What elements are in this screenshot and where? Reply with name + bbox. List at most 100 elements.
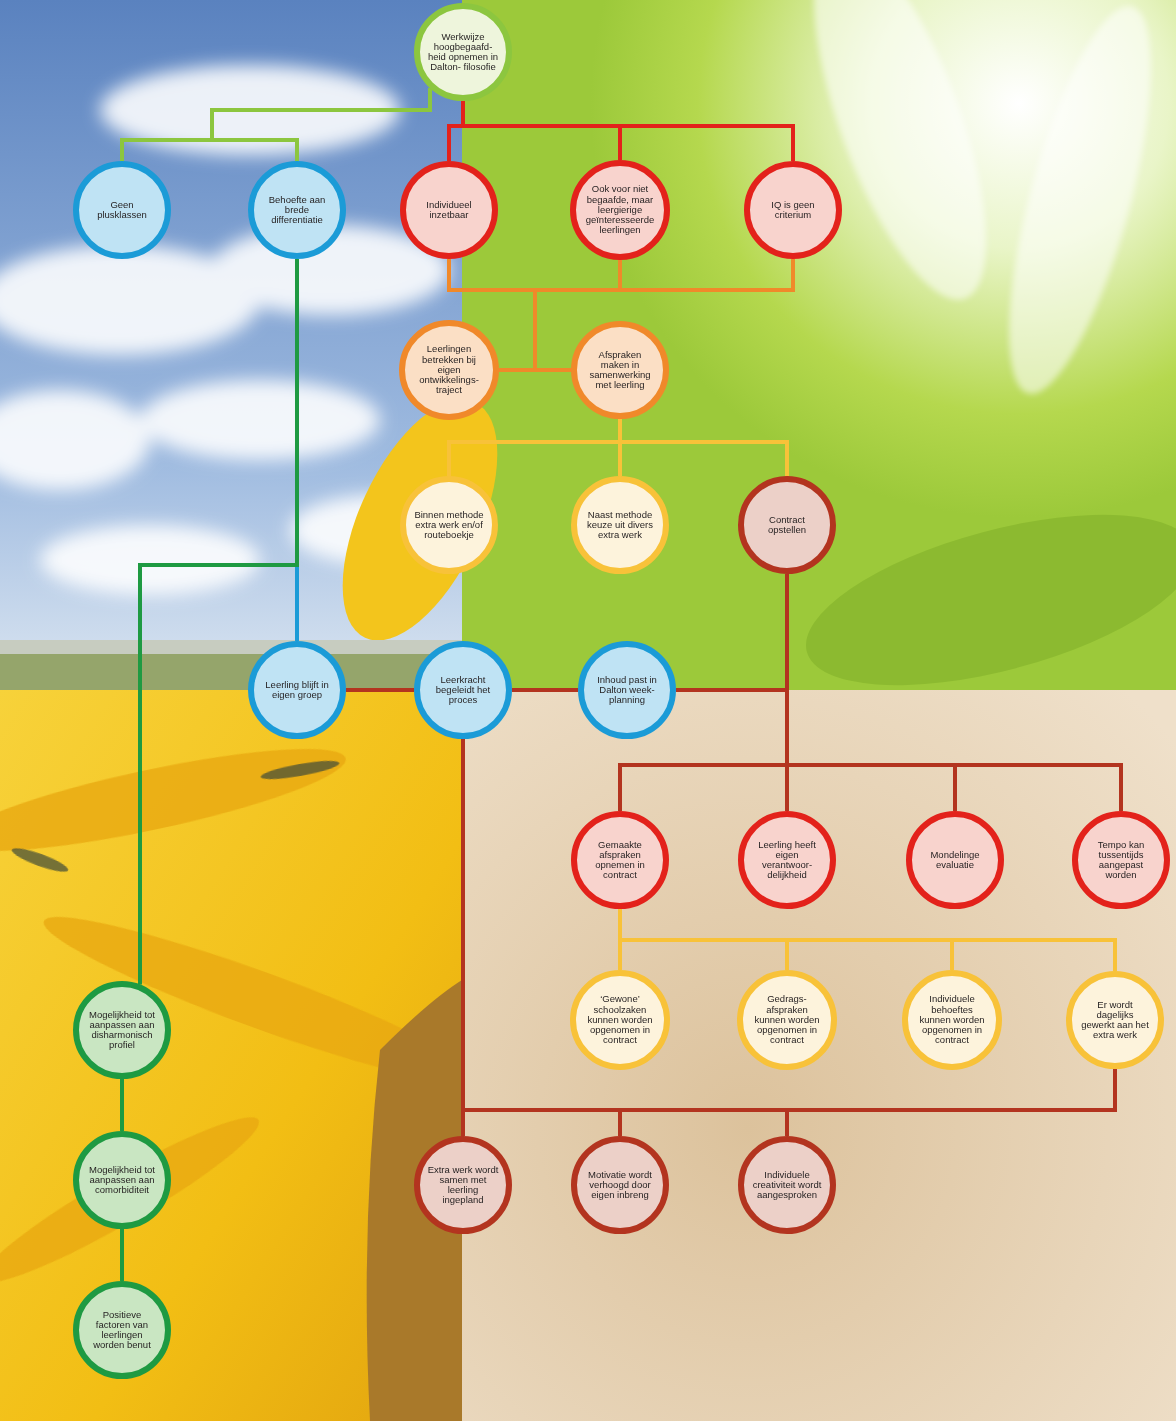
circle-shape [741,814,833,906]
connector-line [787,1069,1115,1136]
circle-shape [251,644,343,736]
connector-line [122,88,430,161]
circle-node: Leerling blijft in eigen groep [248,641,346,739]
green-spikes [789,481,1176,720]
circle-node: Gemaakte afspraken opnemen in contract [571,811,669,909]
circle-shape [905,973,999,1067]
circle-node: IQ is geen criterium [744,161,842,259]
circle-node: Positieve factoren van leerlingen worden… [73,1281,171,1379]
connector-line [120,1229,124,1281]
node-text: Positieve factoren van leerlingen worden… [86,1310,158,1351]
node-text: Ook voor niet begaafde, maar leergierige… [584,184,656,235]
connector-line [346,688,414,692]
circle-shape [741,479,833,571]
circle-shape [76,1134,168,1226]
circle-node: Gedrags- afspraken kunnen worden opgenom… [737,970,837,1070]
node-text: Mogelijkheid tot aanpassen aan comorbidi… [86,1165,158,1196]
circle-shape [747,164,839,256]
circle-node: Leerlingen betrekken bij eigen ontwikkel… [399,320,499,420]
circle-shape [76,1284,168,1376]
circle-shape [417,6,509,98]
circle-node: Er wordt dagelijks gewerkt aan het extra… [1066,971,1164,1069]
circle-node: Motivatie wordt verhoogd door eigen inbr… [571,1136,669,1234]
node-text: Leerlingen betrekken bij eigen ontwikkel… [413,344,485,395]
node-text: Individuele creativiteit wordt aangespro… [751,1170,823,1201]
circle-node: Inhoud past in Dalton week- planning [578,641,676,739]
circle-shape [574,1139,666,1231]
circle-node: Werkwijze hoogbegaafd- heid opnemen in D… [414,3,512,101]
circle-node: Binnen methode extra werk en/of routeboe… [400,476,498,574]
circle-shape [573,163,667,257]
node-text: Geen plusklassen [86,200,158,221]
connector-line [449,101,463,161]
node-text: IQ is geen criterium [757,200,829,221]
circle-shape [1075,814,1167,906]
circle-shape [76,984,168,1076]
node-text: Er wordt dagelijks gewerkt aan het extra… [1079,1000,1151,1041]
connector-line [463,101,620,160]
connector-line [449,419,620,476]
circle-shape [251,164,343,256]
petal [311,377,530,663]
node-text: Gemaakte afspraken opnemen in contract [584,840,656,881]
circle-node: Individuele behoeftes kunnen worden opge… [902,970,1002,1070]
circle-shape [574,324,666,416]
circle-node: Individuele creativiteit wordt aangespro… [738,1136,836,1234]
node-text: Naast methode keuze uit divers extra wer… [584,510,656,541]
node-text: Contract opstellen [751,515,823,536]
circle-shape [574,479,666,571]
circle-shape [417,1139,509,1231]
node-text: Mogelijkheid tot aanpassen aan disharmon… [86,1010,158,1051]
connector-line [620,909,1115,971]
connector-line [463,739,787,1136]
circle-node: Mogelijkheid tot aanpassen aan comorbidi… [73,1131,171,1229]
circle-shape [403,164,495,256]
node-text: Inhoud past in Dalton week- planning [591,675,663,706]
circle-node: Ook voor niet begaafde, maar leergierige… [570,160,670,260]
node-text: Leerling heeft eigen verantwoor- delijkh… [751,840,823,881]
circle-shape [1069,974,1161,1066]
node-text: Werkwijze hoogbegaafd- heid opnemen in D… [427,32,499,73]
circle-node: Mogelijkheid tot aanpassen aan disharmon… [73,981,171,1079]
connector-line [463,101,793,161]
node-text: Behoefte aan brede differentiatie [261,195,333,226]
circle-node: Individueel inzetbaar [400,161,498,259]
circle-shape [581,644,673,736]
node-text: Mondelinge evaluatie [919,850,991,871]
circle-node: Leerling heeft eigen verantwoor- delijkh… [738,811,836,909]
connector-line [512,688,578,692]
circle-shape [740,973,834,1067]
node-text: ‘Gewone’ schoolzaken kunnen worden opgen… [584,994,656,1045]
circle-shape [574,814,666,906]
circle-node: Leerkracht begeleidt het proces [414,641,512,739]
circle-node: Geen plusklassen [73,161,171,259]
circle-shape [402,323,496,417]
circle-shape [741,1139,833,1231]
node-text: Extra werk wordt samen met leerling inge… [427,1165,499,1206]
circle-node: Tempo kan tussentijds aangepast worden [1072,811,1170,909]
circle-node: Contract opstellen [738,476,836,574]
node-text: Individueel inzetbaar [413,200,485,221]
connector-line [620,419,787,476]
circle-node: Extra werk wordt samen met leerling inge… [414,1136,512,1234]
connector-line [463,739,620,1136]
circle-node: Naast methode keuze uit divers extra wer… [571,476,669,574]
connector-line [212,88,430,161]
circle-node: Mondelinge evaluatie [906,811,1004,909]
node-text: Motivatie wordt verhoogd door eigen inbr… [584,1170,656,1201]
node-text: Tempo kan tussentijds aangepast worden [1085,840,1157,881]
circle-shape [573,973,667,1067]
node-text: Leerkracht begeleidt het proces [427,675,499,706]
connector-line [676,574,787,690]
connector-line [463,1069,1115,1136]
circle-shape [403,479,495,571]
node-text: Gedrags- afspraken kunnen worden opgenom… [751,994,823,1045]
node-text: Leerling blijft in eigen groep [261,680,333,701]
node-text: Individuele behoeftes kunnen worden opge… [916,994,988,1045]
connector-line [120,1079,124,1131]
connector-line [620,1069,1115,1136]
circle-node: ‘Gewone’ schoolzaken kunnen worden opgen… [570,970,670,1070]
circle-shape [909,814,1001,906]
sunflower-center [462,690,1176,1421]
